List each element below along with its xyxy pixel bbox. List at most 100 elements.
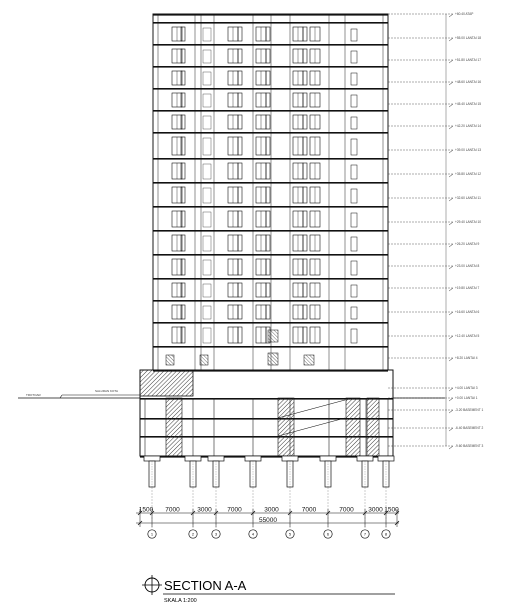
basement-slab [140, 418, 393, 420]
dimension-value: 1500 [384, 507, 399, 514]
window [237, 92, 243, 108]
drawing-title: SECTION A-A [164, 578, 247, 593]
floor-slab [153, 370, 388, 372]
level-label: +29.40 LANTAI 10 [455, 220, 481, 224]
window [302, 258, 308, 276]
level-marker-icon [448, 311, 454, 316]
level-marker-icon [448, 37, 454, 42]
core-stair [202, 211, 212, 228]
floor-slab [153, 158, 388, 160]
level-label: +42.20 LANTAI 14 [455, 124, 481, 128]
level-label: +4.00 LANTAI 3 [455, 386, 478, 390]
window [265, 114, 271, 130]
level-label: +48.60 LANTAI 16 [455, 80, 481, 84]
window [237, 186, 243, 204]
window [265, 210, 271, 228]
dimension-value: 3000 [264, 507, 279, 514]
window [302, 210, 308, 228]
hatched-door [267, 352, 279, 366]
window [180, 162, 186, 180]
grid-axis-label: 4 [252, 532, 255, 537]
core-stair [202, 115, 212, 130]
grid-axis-label: 3 [215, 532, 218, 537]
dimension-tick-icon [394, 520, 400, 526]
level-marker-icon [448, 59, 454, 64]
window [265, 258, 271, 276]
window [302, 162, 308, 180]
window [265, 48, 271, 64]
grid-bubble-icon [188, 529, 198, 539]
window [237, 210, 243, 228]
pile-cap [356, 455, 374, 462]
level-label: +23.00 LANTAI 8 [455, 264, 480, 268]
floor-slab [153, 132, 388, 134]
hatched-door [199, 354, 209, 366]
door [350, 260, 358, 276]
window [302, 136, 308, 156]
door [350, 28, 358, 42]
floor-slab [153, 22, 388, 24]
grid-bubble-icon [248, 529, 258, 539]
window [265, 304, 271, 320]
foundation-piles [143, 455, 395, 488]
window [302, 304, 308, 320]
core-stair [202, 305, 212, 320]
level-marker-icon [448, 397, 454, 402]
level-marker-icon [448, 445, 454, 450]
ground-line: TROTOAR SALURAN KOTA [18, 389, 445, 399]
dimension-tick-icon [394, 510, 400, 516]
window [237, 282, 243, 298]
window [237, 258, 243, 276]
pile-cap [319, 455, 337, 462]
basement-slab [140, 456, 393, 458]
floor-slabs [153, 14, 388, 372]
window [180, 326, 186, 344]
dimension-tick-icon [137, 510, 143, 516]
core-stair [202, 163, 212, 180]
core-stair [202, 49, 212, 64]
window [180, 114, 186, 130]
level-marker-icon [448, 335, 454, 340]
window [265, 162, 271, 180]
grid-bubble-icon [323, 529, 333, 539]
window [302, 326, 308, 344]
level-marker-icon [448, 427, 454, 432]
level-label: +16.60 LANTAI 6 [455, 310, 480, 314]
ramp-line [277, 399, 346, 419]
core-stair [202, 93, 212, 108]
dimension-value: 3000 [197, 507, 212, 514]
dimension-tick-icon [137, 520, 143, 526]
door [350, 94, 358, 108]
hatched-door [165, 354, 175, 366]
level-marker-icon [448, 125, 454, 130]
floor-slab [153, 278, 388, 280]
pile-cap [184, 455, 202, 462]
pile-cap [377, 455, 395, 462]
level-label: +19.80 LANTAI 7 [455, 286, 480, 290]
window [180, 186, 186, 204]
level-label: +26.20 LANTAI 9 [455, 242, 480, 246]
level-label: +35.80 LANTAI 12 [455, 172, 481, 176]
level-label: +51.80 LANTAI 17 [455, 58, 481, 62]
door [350, 188, 358, 204]
grid-axis-label: 5 [289, 532, 292, 537]
door [350, 212, 358, 228]
core-stair [202, 327, 212, 344]
hatched-door [267, 329, 279, 343]
level-label: +45.40 LANTAI 15 [455, 102, 481, 106]
window [237, 326, 243, 344]
core-stair [202, 137, 212, 156]
level-marker-icon [448, 387, 454, 392]
level-label: +60.40 ATAP [455, 12, 473, 16]
core-stair [202, 283, 212, 298]
floor-slab [153, 346, 388, 348]
level-label: +39.00 LANTAI 13 [455, 148, 481, 152]
window [180, 210, 186, 228]
window [237, 70, 243, 86]
window [237, 136, 243, 156]
window [180, 282, 186, 298]
window [265, 26, 271, 42]
door [350, 306, 358, 320]
